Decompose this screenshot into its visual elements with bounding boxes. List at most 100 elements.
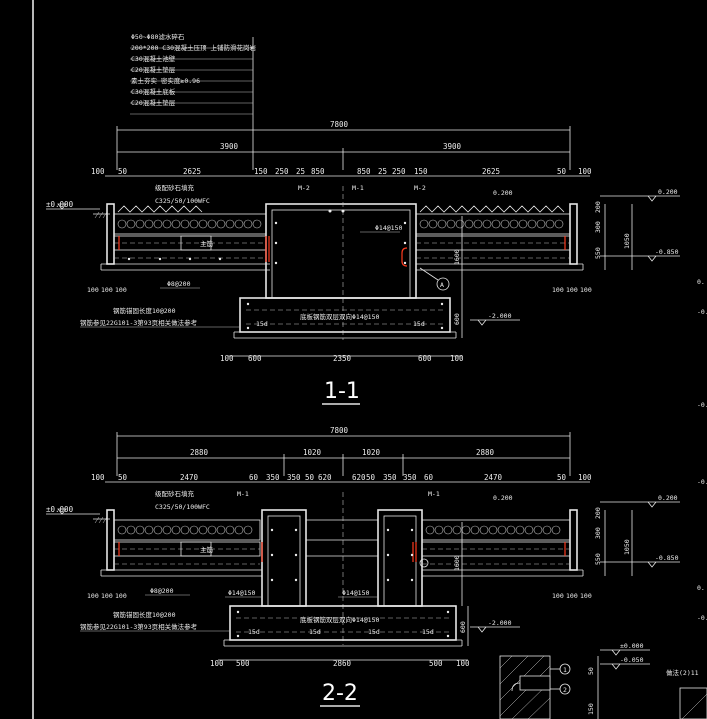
dim-small: 100 <box>580 286 592 294</box>
dim-bottom: 2860 <box>333 659 352 668</box>
elev-label: 0.200 <box>493 494 513 502</box>
cover-label: M-1 <box>237 490 249 498</box>
dim-top: 250 <box>392 167 406 176</box>
section-1-1: Φ50~Φ80滤水碎石 200*200 C30混凝土压顶 上铺防滑花岗岩 C30… <box>46 32 680 405</box>
dim-top: 60 <box>249 473 259 482</box>
dim-right: 1050 <box>623 233 631 249</box>
pile-text: C325/50/100WFC <box>155 197 210 205</box>
legend-line-1: Φ50~Φ80滤水碎石 <box>131 32 185 41</box>
main-bar-label: 主筋 <box>200 545 214 554</box>
edge-label: -0. <box>697 614 707 622</box>
dim-right: 200 <box>594 507 602 519</box>
detail-callout: 2 <box>563 686 567 694</box>
dim-right: 550 <box>594 553 602 565</box>
dim-top: 25 <box>378 167 387 176</box>
dim-small: 100 <box>552 286 564 294</box>
bar-label: Φ8@200 <box>150 587 174 595</box>
cover-label: M-2 <box>414 184 426 192</box>
bar-label: Φ14@150 <box>342 589 369 597</box>
dim-top: 50 <box>118 167 128 176</box>
dim-top: 620 <box>318 473 332 482</box>
legend-line-4: C20混凝土垫层 <box>131 65 176 74</box>
edge-label: -0. <box>697 478 707 486</box>
dim-bottom: 500 <box>236 659 250 668</box>
main-bar-label: 主筋 <box>200 239 214 248</box>
dim-top: 100 <box>91 167 105 176</box>
dim-right: 550 <box>594 247 602 259</box>
dim-small: 100 <box>101 592 113 600</box>
section-title: 2-2 <box>322 681 358 706</box>
dim-right: 300 <box>594 527 602 539</box>
bar-label: 15d <box>256 320 268 328</box>
dim-top: 2625 <box>183 167 201 176</box>
note-line: 钢筋参见22G101-3第93页相关做法参考 <box>80 622 198 631</box>
detail-dim: 50 <box>587 667 595 675</box>
cover-label: M-1 <box>428 490 440 498</box>
dim-top: 350 <box>266 473 280 482</box>
edge-label: -0. <box>697 308 707 316</box>
edge-labels: 0. -0. -0. -0. 0. -0. <box>697 278 707 622</box>
note-line: 钢筋锚固长度10@200 <box>113 306 176 315</box>
dim-small: 100 <box>115 592 127 600</box>
dim-right: 1600 <box>453 249 461 265</box>
elev-label: 0.200 <box>493 189 513 197</box>
footing-text: 底板钢筋双层双向Φ14@150 <box>300 312 379 321</box>
elev-right: 0.200 <box>658 188 678 196</box>
dim-top: 50 <box>557 167 567 176</box>
dim-top: 350 <box>287 473 301 482</box>
legend-line-5: 素土夯实 密实度≥0.96 <box>131 76 200 85</box>
elev-right: -2.000 <box>488 619 512 627</box>
bar-label: Φ8@200 <box>167 280 191 288</box>
dim-overall: 7800 <box>330 426 349 435</box>
section-2-2: 7800 2880 1020 1020 2880 100 50 2470 60 … <box>46 426 680 707</box>
elev-right: -0.850 <box>655 248 679 256</box>
dim-quarter: 2880 <box>476 448 495 457</box>
bar-label: 15d <box>422 628 434 636</box>
dim-small: 100 <box>87 286 99 294</box>
dim-bottom: 100 <box>456 659 470 668</box>
dim-small: 100 <box>87 592 99 600</box>
dim-quarter: 2880 <box>190 448 209 457</box>
note-line: 钢筋参见22G101-3第93页相关做法参考 <box>80 318 198 327</box>
dim-right: 300 <box>594 221 602 233</box>
dim-top: 100 <box>91 473 105 482</box>
dim-bottom: 100 <box>450 354 464 363</box>
bar-label: Φ14@150 <box>375 224 402 232</box>
dim-top: 50 <box>305 473 315 482</box>
legend-line-7: C20混凝土垫层 <box>131 98 176 107</box>
dim-top: 50 <box>557 473 567 482</box>
dim-small: 100 <box>552 592 564 600</box>
marker-a: A <box>440 281 444 289</box>
dim-quarter: 1020 <box>303 448 322 457</box>
label-fill: 级配砂石填充 <box>155 183 195 192</box>
pile-text: C325/50/100WFC <box>155 503 210 511</box>
dim-bottom: 2350 <box>333 354 352 363</box>
cover-label: M-1 <box>352 184 364 192</box>
dim-top: 2470 <box>484 473 503 482</box>
dim-small: 100 <box>566 592 578 600</box>
dim-top: 850 <box>311 167 325 176</box>
dim-right: 1600 <box>453 555 461 571</box>
edge-label: 0. <box>697 278 705 286</box>
dim-bottom: 100 <box>220 354 234 363</box>
bar-label: 15d <box>248 628 260 636</box>
detail-elev: -0.050 <box>620 656 644 664</box>
bar-label: 15d <box>413 320 425 328</box>
edge-label: 0. <box>697 584 705 592</box>
dim-half-right: 3900 <box>443 142 462 151</box>
label-fill: 级配砂石填充 <box>155 489 195 498</box>
dim-small: 100 <box>566 286 578 294</box>
section-title: 1-1 <box>324 379 360 404</box>
footing-text: 底板钢筋双层双向Φ14@150 <box>300 615 379 624</box>
elev-right: 0.200 <box>658 494 678 502</box>
dim-small: 100 <box>101 286 113 294</box>
dim-top: 2470 <box>180 473 199 482</box>
dim-quarter: 1020 <box>362 448 381 457</box>
dim-top: 620 <box>352 473 366 482</box>
dim-top: 25 <box>296 167 305 176</box>
dim-bottom: 600 <box>418 354 432 363</box>
legend-line-6: C30混凝土底板 <box>131 87 176 96</box>
dim-bottom: 600 <box>248 354 262 363</box>
note-line: 钢筋锚固长度10@200 <box>113 610 176 619</box>
